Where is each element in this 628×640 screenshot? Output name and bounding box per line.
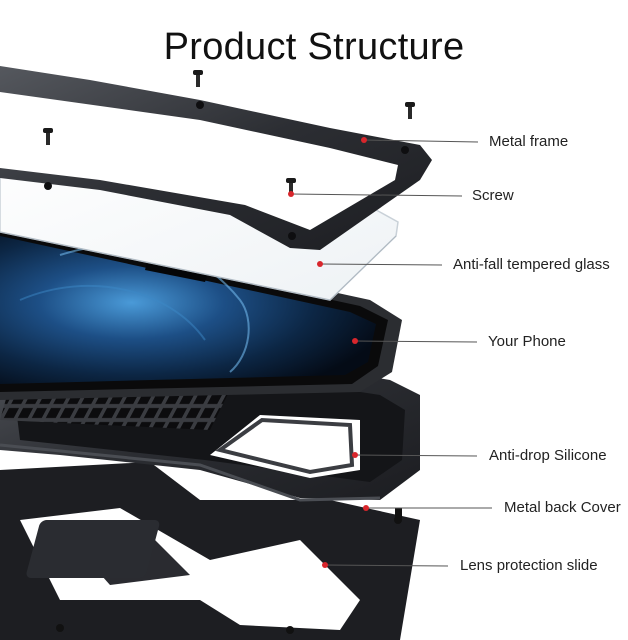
metal-frame — [0, 66, 432, 250]
leader-phone — [354, 340, 478, 343]
screw-2 — [405, 102, 415, 119]
dot-silicone — [352, 452, 358, 458]
leader-metal-frame — [363, 139, 479, 143]
screw-4 — [286, 178, 296, 193]
leader-lens-slide — [324, 564, 449, 567]
label-lens-protection-slide: Lens protection slide — [460, 557, 598, 574]
dot-lens-slide — [322, 562, 328, 568]
your-phone — [0, 220, 402, 400]
screw-3 — [43, 128, 53, 145]
dot-back-cover — [363, 505, 369, 511]
page-title: Product Structure — [163, 26, 465, 69]
dot-glass — [317, 261, 323, 267]
dot-metal-frame — [361, 137, 367, 143]
leader-glass — [319, 263, 443, 266]
leader-lines — [290, 139, 492, 567]
label-tempered-glass: Anti-fall tempered glass — [453, 256, 610, 273]
leader-silicone — [354, 454, 478, 457]
label-your-phone: Your Phone — [488, 333, 566, 350]
label-screw: Screw — [472, 187, 514, 204]
label-anti-drop-silicone: Anti-drop Silicone — [489, 447, 607, 464]
dot-screw — [288, 191, 294, 197]
callout-dots — [288, 137, 369, 568]
metal-back-cover — [0, 462, 420, 640]
dot-phone — [352, 338, 358, 344]
screws — [43, 70, 415, 193]
label-metal-back-cover: Metal back Cover — [504, 499, 621, 516]
label-metal-frame: Metal frame — [489, 133, 569, 150]
screw-1 — [193, 70, 203, 87]
leader-screw — [290, 193, 463, 197]
